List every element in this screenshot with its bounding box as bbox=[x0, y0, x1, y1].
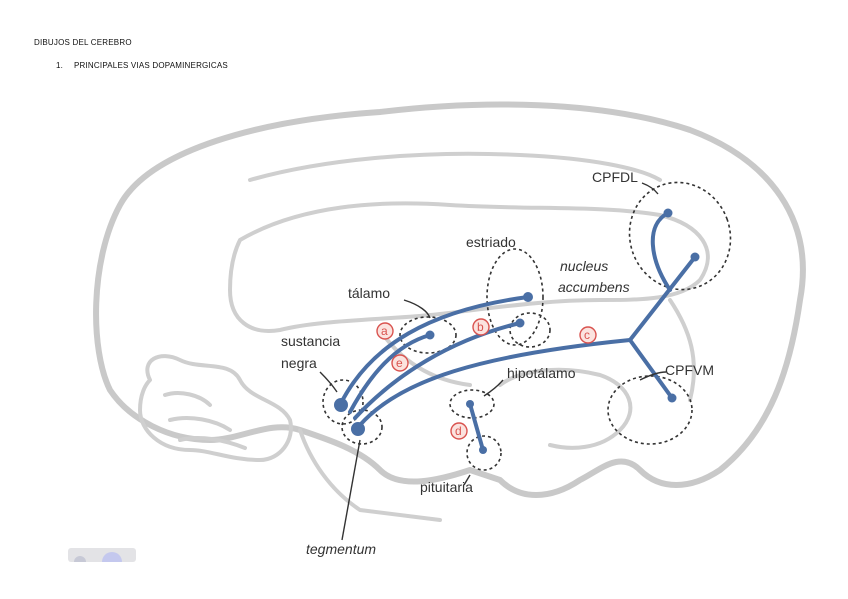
svg-text:b: b bbox=[477, 320, 484, 334]
marker-a: a bbox=[376, 322, 394, 340]
label-hipotalamo: hipotálamo bbox=[507, 365, 576, 381]
pathway-markers: a b c d e bbox=[376, 318, 597, 440]
pathway-cortical-dorsal-branch bbox=[650, 211, 672, 292]
terminal-cpfdl-1 bbox=[690, 252, 700, 262]
terminal-estriado bbox=[523, 292, 533, 302]
marker-b: b bbox=[472, 318, 490, 336]
label-pointers bbox=[319, 182, 667, 541]
brain-outline bbox=[93, 101, 806, 522]
region-labels: CPFDL CPFVM estriado nucleus accumbens t… bbox=[281, 169, 714, 557]
document-list-item: 1. PRINCIPALES VIAS DOPAMINERGICAS bbox=[56, 61, 228, 70]
label-estriado: estriado bbox=[466, 234, 516, 250]
origin-tegmentum bbox=[351, 422, 365, 436]
svg-text:a: a bbox=[381, 324, 388, 338]
pathway-nigrostriatal bbox=[338, 295, 530, 407]
cpfdl-region bbox=[628, 181, 732, 291]
svg-text:c: c bbox=[584, 328, 590, 342]
pathway-mesolimbic bbox=[353, 321, 522, 420]
talamo-region bbox=[399, 316, 457, 354]
image-bottom-mask bbox=[60, 562, 800, 599]
terminal-pituitaria bbox=[479, 446, 487, 454]
pathway-cortical-ventral bbox=[628, 338, 674, 400]
terminal-talamo bbox=[425, 330, 435, 340]
svg-text:e: e bbox=[396, 356, 403, 370]
marker-d: d bbox=[450, 422, 468, 440]
svg-text:d: d bbox=[455, 424, 462, 438]
label-pituitaria: pituitaria bbox=[420, 479, 473, 495]
label-negra: negra bbox=[281, 355, 317, 371]
terminal-cpfvm bbox=[667, 393, 677, 403]
pathway-mesocortical bbox=[358, 338, 632, 427]
pituitaria-region bbox=[466, 435, 502, 471]
estriado-region bbox=[486, 248, 544, 346]
pathway-cortical-dorsal bbox=[628, 255, 697, 342]
terminal-hipotalamo bbox=[466, 400, 474, 408]
label-nucleus: nucleus bbox=[560, 258, 608, 274]
cpfvm-region bbox=[607, 375, 693, 445]
nucleus-accumbens-region bbox=[509, 312, 551, 348]
label-cpfvm: CPFVM bbox=[665, 362, 714, 378]
list-item-number: 1. bbox=[56, 61, 64, 70]
region-outlines bbox=[322, 181, 732, 471]
pathways bbox=[334, 208, 700, 454]
label-accumbens: accumbens bbox=[558, 279, 630, 295]
pathway-tuberoinfundibular bbox=[468, 402, 485, 452]
origin-sustancia-negra bbox=[334, 398, 348, 412]
label-tegmentum: tegmentum bbox=[306, 541, 376, 557]
terminal-accumbens bbox=[515, 318, 525, 328]
list-item-text: PRINCIPALES VIAS DOPAMINERGICAS bbox=[74, 61, 228, 70]
marker-c: c bbox=[579, 326, 597, 344]
hipotalamo-region bbox=[449, 389, 495, 419]
document-title: DIBUJOS DEL CEREBRO bbox=[34, 38, 132, 47]
marker-e: e bbox=[391, 354, 409, 372]
label-cpfdl: CPFDL bbox=[592, 169, 638, 185]
label-sustancia: sustancia bbox=[281, 333, 340, 349]
pathway-thalamic bbox=[348, 333, 432, 414]
label-talamo: tálamo bbox=[348, 285, 390, 301]
terminal-cpfdl-2 bbox=[663, 208, 673, 218]
